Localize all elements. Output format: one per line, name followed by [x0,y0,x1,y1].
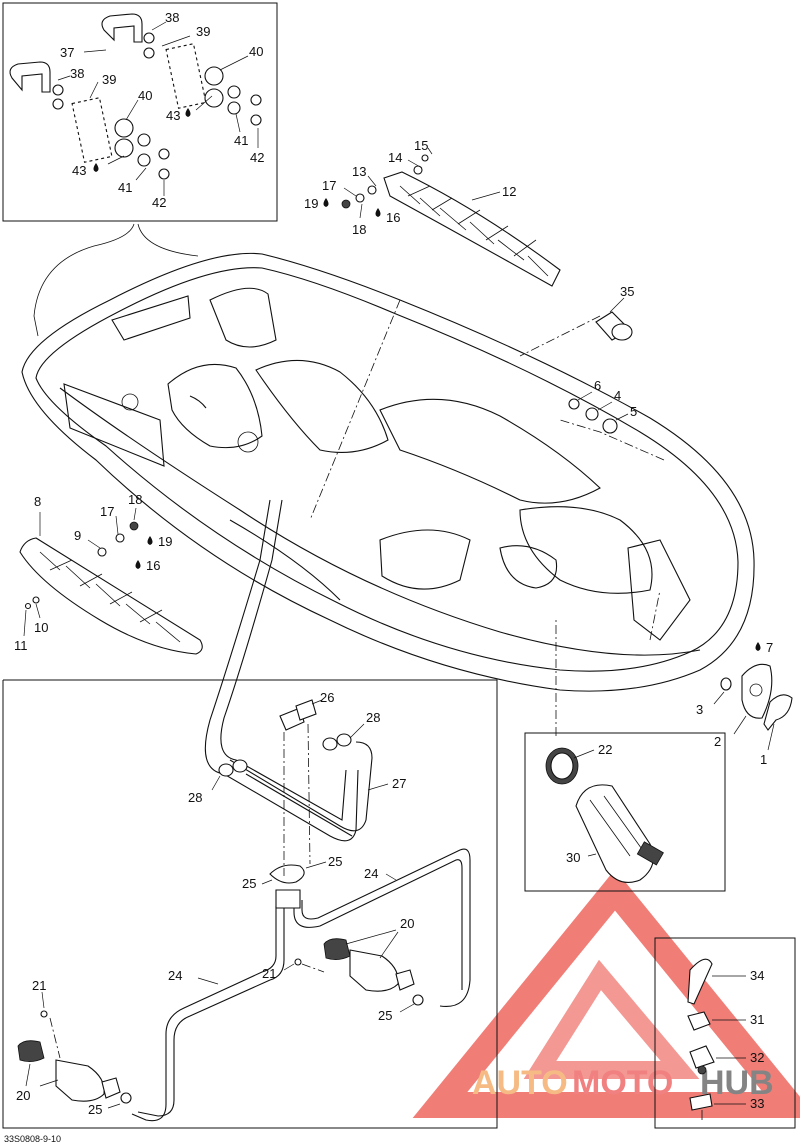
sealant-drop-icon [93,163,99,172]
dash-leader [649,589,661,641]
part-21-label: 21 [262,966,276,981]
bilge-pump-right [323,938,415,992]
part-30-label: 30 [566,850,580,865]
part-39-label: 39 [196,24,210,39]
handle-leaders [57,21,259,196]
drain-system-inset [2,679,498,1129]
part-21b-label: 21 [32,978,46,993]
part-15-label: 15 [414,138,428,153]
part-16-label: 16 [386,210,400,225]
vent-tube [595,311,633,341]
part-40-label: 40 [249,44,263,59]
dash-leader [301,963,325,973]
part-2-label: 2 [714,734,721,749]
part-3-label: 3 [696,702,703,717]
dash-leader [559,419,665,461]
part-5-label: 5 [630,404,637,419]
part-4-label: 4 [614,388,621,403]
part-14-label: 14 [388,150,402,165]
part-37-label: 37 [60,45,74,60]
watermark-text-hub: HUB [700,1064,774,1102]
fasteners [687,958,715,1120]
part-42b-label: 42 [152,195,166,210]
part-13-label: 13 [352,164,366,179]
part-43-label: 43 [166,108,180,123]
part-32-label: 32 [750,1050,764,1065]
part-38b-label: 38 [70,66,84,81]
sponson-left [19,537,203,655]
watermark-logo [412,869,800,1118]
part-22-label: 22 [598,742,612,757]
part-11-label: 11 [14,638,28,653]
part-39b-label: 39 [102,72,116,87]
dash-leader [519,315,601,357]
part-24b-label: 24 [168,968,182,983]
part-16b-label: 16 [146,558,160,573]
part-19b-label: 19 [158,534,172,549]
callout-arrow [137,223,199,257]
watermark-logo-inner [523,959,700,1079]
bow-eye-assembly [720,663,793,731]
bilge-pump-left [17,1040,121,1102]
part-35-label: 35 [620,284,634,299]
dash-leader [49,1017,61,1059]
part-25b-label: 25 [242,876,256,891]
sealant-drop-icon [185,108,191,117]
part-6-label: 6 [594,378,601,393]
part-26-label: 26 [320,690,334,705]
sealant-drop-icon [323,198,329,207]
sealant-drop-icon [147,536,153,545]
part-20b-label: 20 [16,1088,30,1103]
drain-hoses [131,499,471,1122]
part-27-label: 27 [392,776,406,791]
hull [21,252,755,692]
part-17-label: 17 [322,178,336,193]
watermark-text-auto: AUTO [472,1064,568,1102]
part-34-label: 34 [750,968,764,983]
dash-leader [307,723,311,865]
part-25c-label: 25 [378,1008,392,1023]
vent-inset [524,732,726,892]
sponson-right [383,171,561,287]
part-24-label: 24 [364,866,378,881]
part-28b-label: 28 [188,790,202,805]
part-38-label: 38 [165,10,179,25]
part-31-label: 31 [750,1012,764,1027]
part-41-label: 41 [234,133,248,148]
handle-hardware-inset [2,2,278,222]
vent-duct [545,747,664,883]
part-19-label: 19 [304,196,318,211]
part-18b-label: 18 [128,492,142,507]
figure-code: 33S0808-9-10 [4,1134,61,1144]
part-42-label: 42 [250,150,264,165]
part-25d-label: 25 [88,1102,102,1117]
part-17b-label: 17 [100,504,114,519]
watermark: AUTO MOTO HUB [412,869,800,1118]
watermark-text-moto: MOTO [572,1064,673,1102]
sealant-drop-icon [755,642,761,651]
grab-handles [9,13,262,180]
fastener-inset [654,937,796,1129]
part-1-label: 1 [760,752,767,767]
dash-leader [309,299,401,521]
sealant-drop-icon [135,560,141,569]
callout-arrow [33,223,135,337]
part-28-label: 28 [366,710,380,725]
part-41b-label: 41 [118,180,132,195]
part-8-label: 8 [34,494,41,509]
part-18-label: 18 [352,222,366,237]
part-43b-label: 43 [72,163,86,178]
sealant-drop-icon [375,208,381,217]
part-20-label: 20 [400,916,414,931]
part-7-label: 7 [766,640,773,655]
part-9-label: 9 [74,528,81,543]
part-12-label: 12 [502,184,516,199]
part-10-label: 10 [34,620,48,635]
part-40b-label: 40 [138,88,152,103]
part-33-label: 33 [750,1096,764,1111]
part-25-label: 25 [328,854,342,869]
